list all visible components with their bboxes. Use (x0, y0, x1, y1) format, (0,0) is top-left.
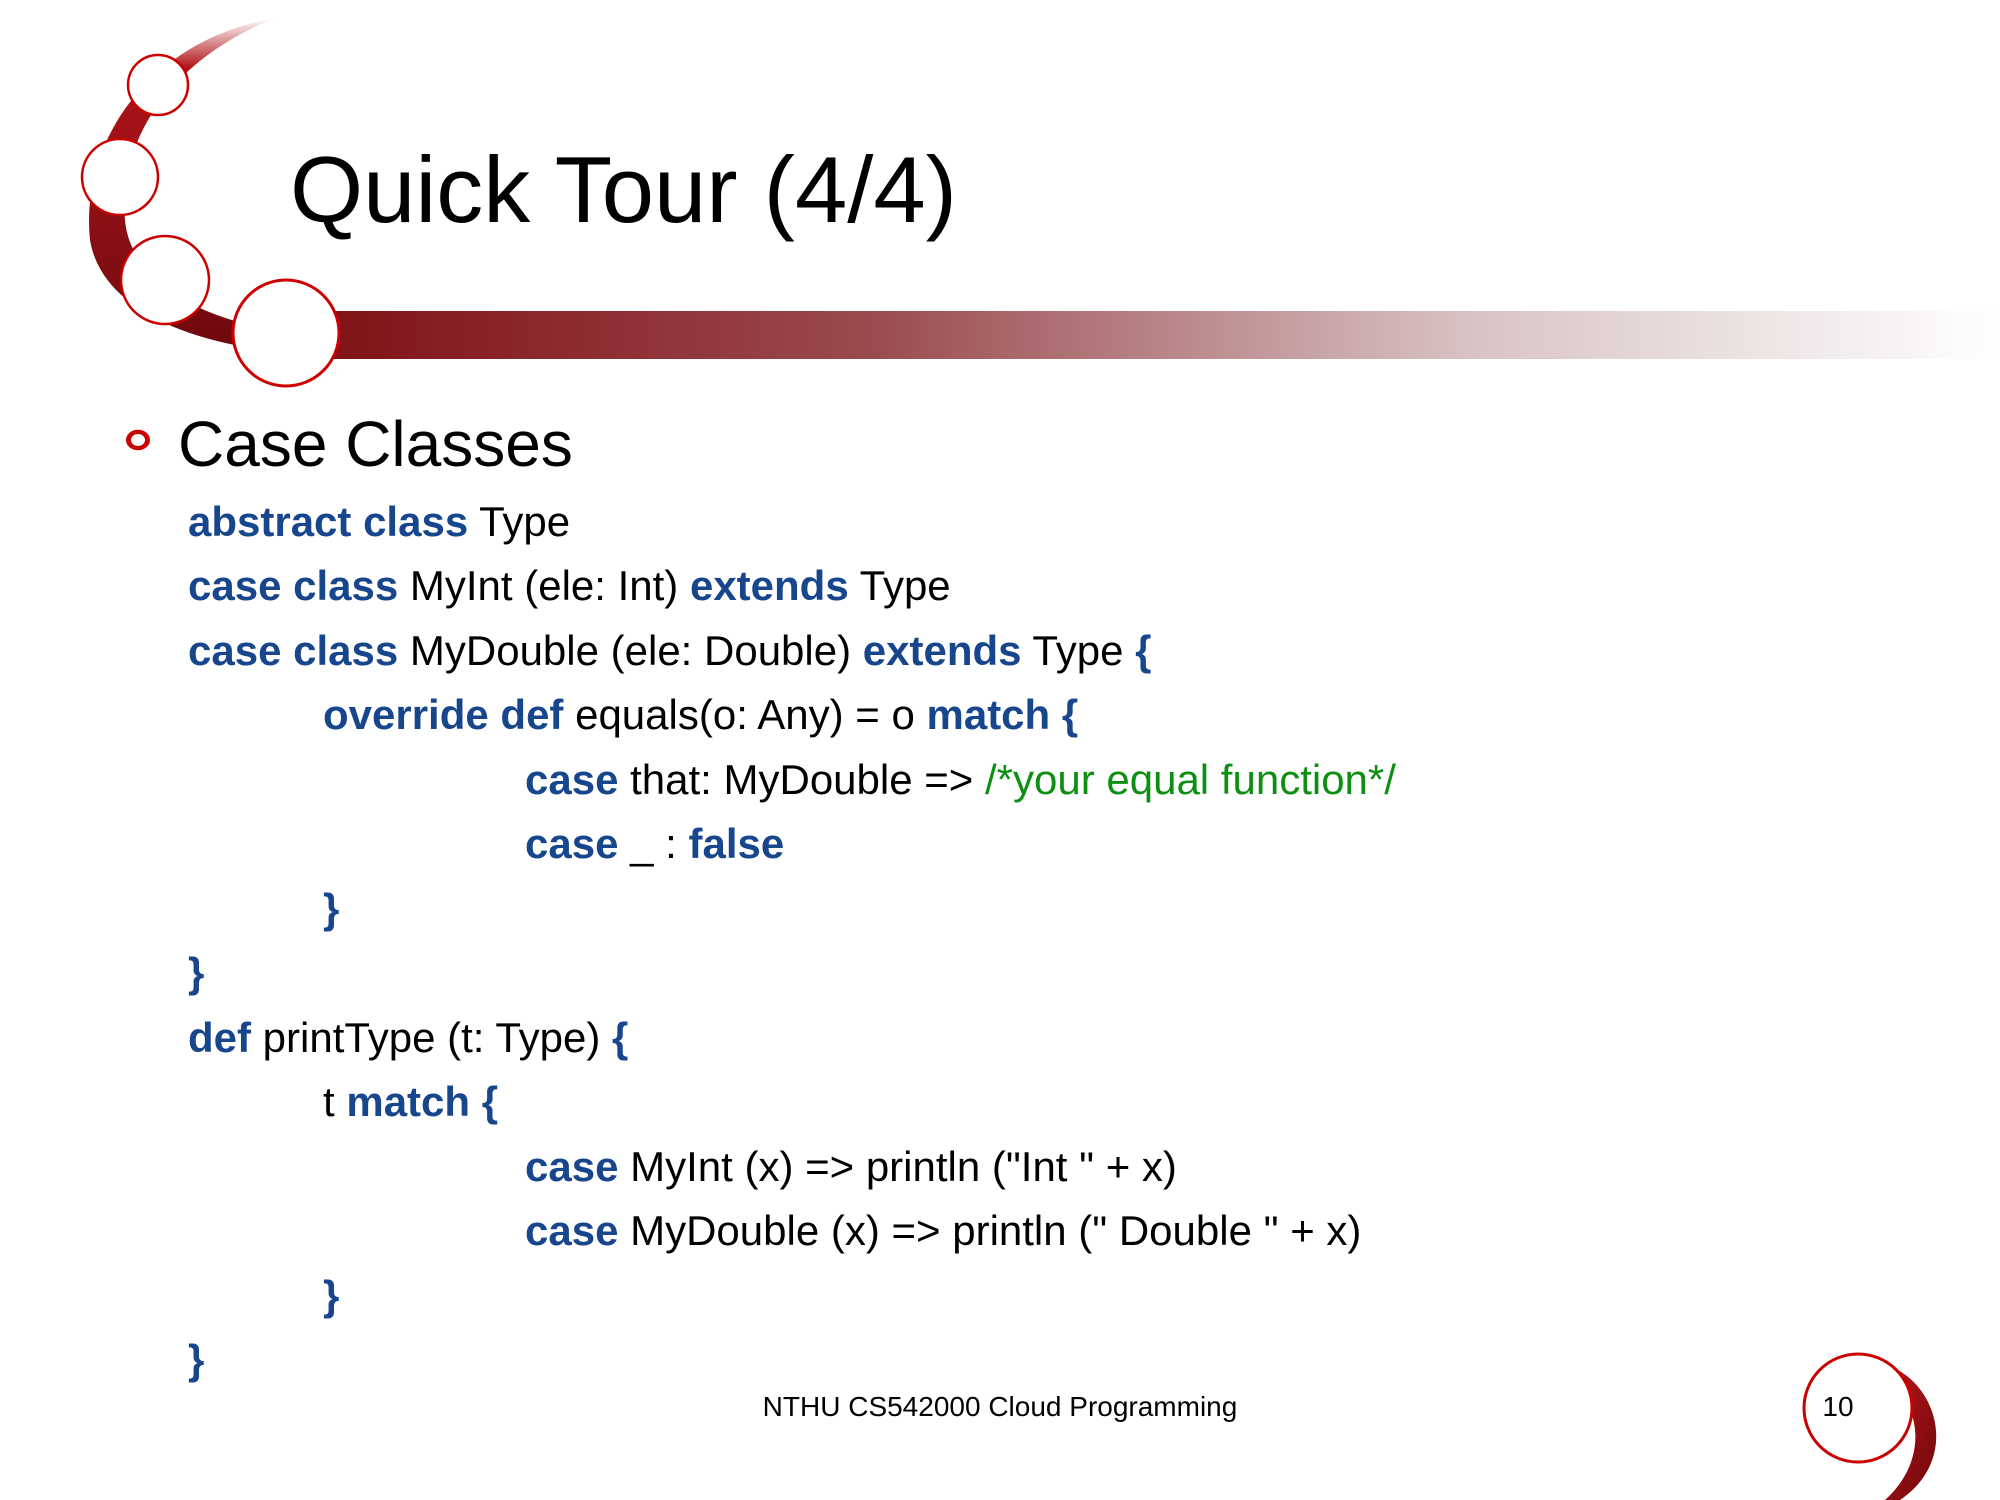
code-keyword: case (525, 756, 619, 803)
slide-footer: NTHU CS542000 Cloud Programming (762, 1391, 1238, 1422)
code-line: case MyDouble (x) => println (" Double "… (525, 1206, 1361, 1256)
code-keyword: abstract class (188, 498, 469, 545)
page-number-arc (1870, 1362, 1937, 1500)
code-keyword: match { (926, 691, 1079, 738)
code-text: MyDouble (x) => println (" Double " + x) (618, 1207, 1362, 1254)
decorative-circle (119, 234, 211, 326)
decorative-circle (80, 137, 160, 217)
code-keyword: case (525, 1143, 619, 1190)
code-text: t (323, 1078, 347, 1125)
bullet-heading: Case Classes (178, 408, 573, 480)
code-keyword: def (188, 1014, 251, 1061)
code-line: case MyInt (x) => println ("Int " + x) (525, 1142, 1177, 1192)
bullet-icon (126, 429, 150, 451)
code-keyword: case class (188, 562, 399, 609)
code-text: MyDouble (ele: Double) (398, 627, 863, 674)
code-text: MyInt (ele: Int) (398, 562, 690, 609)
code-keyword: case (525, 1207, 619, 1254)
code-line: } (323, 884, 339, 934)
code-text: that: MyDouble => (618, 756, 985, 803)
code-line: case class MyInt (ele: Int) extends Type (188, 561, 951, 611)
code-keyword: extends (689, 562, 849, 609)
title-underline-bar (260, 311, 2000, 359)
page-number-circle (1802, 1352, 1914, 1464)
code-keyword: { (1135, 627, 1152, 674)
code-brace: } (323, 1272, 340, 1319)
code-brace: } (188, 949, 205, 996)
code-text: equals(o: Any) = o (563, 691, 927, 738)
code-line: } (323, 1271, 339, 1321)
code-keyword: false (688, 820, 785, 867)
decorative-circle (126, 53, 190, 117)
code-line: } (188, 948, 204, 998)
code-text: printType (t: Type) (251, 1014, 613, 1061)
page-number: 10 (1822, 1391, 1854, 1422)
code-text: MyInt (x) => println ("Int " + x) (618, 1143, 1177, 1190)
decorative-circle (231, 278, 341, 388)
code-keyword: case (525, 820, 619, 867)
code-keyword: extends (862, 627, 1022, 674)
code-brace: } (323, 885, 340, 932)
code-line: case _ : false (525, 819, 784, 869)
code-text: Type (1021, 627, 1136, 674)
code-text: Type (848, 562, 951, 609)
code-comment: /*your equal function*/ (984, 756, 1396, 803)
code-line: def printType (t: Type) { (188, 1013, 628, 1063)
code-line: abstract class Type (188, 497, 570, 547)
code-line: t match { (323, 1077, 498, 1127)
slide-title: Quick Tour (4/4) (290, 137, 957, 242)
code-line: case class MyDouble (ele: Double) extend… (188, 626, 1152, 676)
code-keyword: case class (188, 627, 399, 674)
code-keyword: { (612, 1014, 629, 1061)
code-brace: } (188, 1336, 205, 1383)
code-line: override def equals(o: Any) = o match { (323, 690, 1078, 740)
code-text: Type (468, 498, 571, 545)
code-line: } (188, 1335, 204, 1385)
code-line: case that: MyDouble => /*your equal func… (525, 755, 1396, 805)
code-keyword: override def (323, 691, 564, 738)
code-text: _ : (618, 820, 689, 867)
code-keyword: match { (346, 1078, 499, 1125)
